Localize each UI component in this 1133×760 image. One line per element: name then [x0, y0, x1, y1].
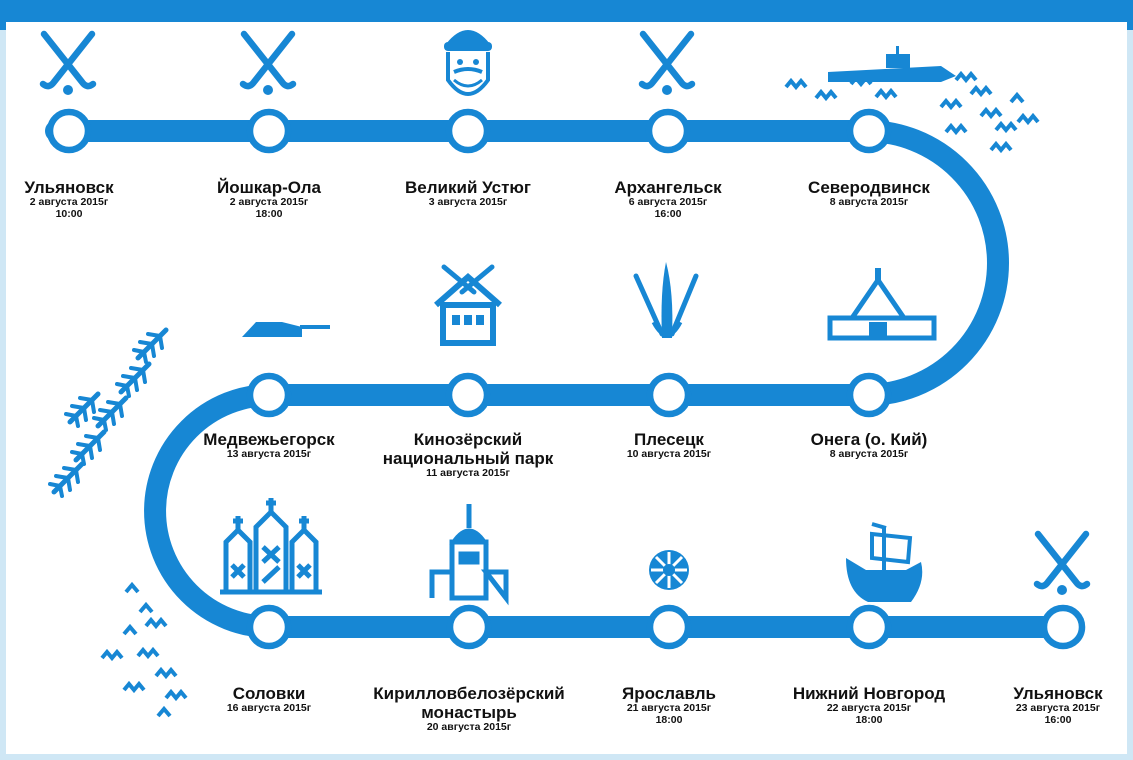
- stop-name: Медвежьегорск: [203, 430, 335, 449]
- stop-date: 23 августа 2015г: [1015, 702, 1101, 715]
- stop-label: Плесецк 10 августа 2015г: [559, 430, 779, 461]
- forest-icon: [50, 330, 166, 496]
- stop-node: [646, 372, 692, 418]
- stop-date: 8 августа 2015г: [829, 448, 909, 461]
- stop-label: Йошкар-Ола 2 августа 2015г 18:00: [159, 178, 379, 221]
- stop-name: Великий Устюг: [405, 178, 531, 197]
- father-frost-icon: [444, 30, 492, 96]
- stop-node: [446, 604, 492, 650]
- stop-label: Нижний Новгород 22 августа 2015г 18:00: [759, 684, 979, 727]
- stop-name: Северодвинск: [808, 178, 930, 197]
- stop-date: 20 августа 2015г: [426, 721, 512, 734]
- stop-label: Северодвинск 8 августа 2015г: [759, 178, 979, 209]
- stop-node: [646, 604, 692, 650]
- stop-date: 2 августа 2015г: [229, 196, 309, 209]
- stop-time: 10:00: [55, 207, 83, 220]
- stop-label: Соловки 16 августа 2015г: [159, 684, 379, 715]
- stop-date: 8 августа 2015г: [829, 196, 909, 209]
- stop-date: 6 августа 2015г: [628, 196, 708, 209]
- stop-time: 16:00: [1044, 713, 1072, 726]
- monastery-icon: [429, 504, 509, 606]
- stop-node: [645, 108, 691, 154]
- stop-name: Кинозёрский национальный парк: [382, 430, 554, 469]
- stop-date: 21 августа 2015г: [626, 702, 712, 715]
- stop-label: Кирилловбелозёрский монастырь 20 августа…: [369, 684, 569, 734]
- stop-node: [445, 108, 491, 154]
- stop-node: [246, 372, 292, 418]
- stop-time: 18:00: [655, 713, 683, 726]
- stop-date: 10 августа 2015г: [626, 448, 712, 461]
- stop-node: [246, 604, 292, 650]
- stop-label: Кинозёрский национальный парк 11 августа…: [378, 430, 558, 480]
- stop-name: Ульяновск: [1013, 684, 1103, 703]
- stop-name: Архангельск: [614, 178, 722, 197]
- stop-name: Плесецк: [634, 430, 704, 449]
- stop-label: Медвежьегорск 13 августа 2015г: [159, 430, 379, 461]
- rocket-icon: [633, 262, 699, 338]
- stop-node: [46, 108, 92, 154]
- stop-date: 22 августа 2015г: [826, 702, 912, 715]
- stop-node: [846, 372, 892, 418]
- stop-node: [246, 108, 292, 154]
- viking-ship-icon: [846, 522, 923, 602]
- stop-name: Йошкар-Ола: [216, 178, 322, 197]
- bandy-sticks-icon: [43, 34, 93, 95]
- stop-label: Архангельск 6 августа 2015г 16:00: [558, 178, 778, 221]
- stop-label: Ярославль 21 августа 2015г 18:00: [559, 684, 779, 727]
- house-icon: [434, 264, 502, 346]
- route-diagram: [6, 30, 1127, 718]
- stop-date: 16 августа 2015г: [226, 702, 312, 715]
- stop-date: 2 августа 2015г: [29, 196, 109, 209]
- stop-name: Онега (о. Кий): [810, 430, 928, 449]
- bandy-sticks-icon: [642, 34, 692, 95]
- stop-name: Ярославль: [622, 684, 716, 703]
- bandy-sticks-icon: [1037, 534, 1087, 595]
- stop-date: 11 августа 2015г: [426, 467, 510, 480]
- stop-time: 18:00: [255, 207, 283, 220]
- stop-name: Ульяновск: [24, 178, 114, 197]
- bandy-sticks-icon: [243, 34, 293, 95]
- stop-name: Нижний Новгород: [792, 684, 946, 703]
- chapel-icon: [827, 268, 937, 341]
- snowflake-icon: [649, 550, 689, 590]
- stop-date: 3 августа 2015г: [428, 196, 508, 209]
- route-map: Ульяновск 2 августа 2015г 10:00 Йошкар-О…: [6, 22, 1127, 754]
- submarine-icon: [784, 46, 1040, 152]
- wooden-churches-icon: [220, 498, 322, 595]
- stop-node: [1040, 604, 1086, 650]
- stop-time: 18:00: [855, 713, 883, 726]
- stop-label: Онега (о. Кий) 8 августа 2015г: [759, 430, 979, 461]
- stop-node: [445, 372, 491, 418]
- stop-name: Соловки: [232, 684, 306, 703]
- tank-icon: [242, 322, 330, 337]
- stop-node: [846, 108, 892, 154]
- stop-label: Ульяновск 2 августа 2015г 10:00: [6, 178, 179, 221]
- stop-label: Великий Устюг 3 августа 2015г: [358, 178, 578, 209]
- stop-time: 16:00: [654, 207, 682, 220]
- stop-node: [846, 604, 892, 650]
- stop-label: Ульяновск 23 августа 2015г 16:00: [993, 684, 1123, 727]
- stop-name: Кирилловбелозёрский монастырь: [373, 684, 565, 723]
- stop-date: 13 августа 2015г: [226, 448, 312, 461]
